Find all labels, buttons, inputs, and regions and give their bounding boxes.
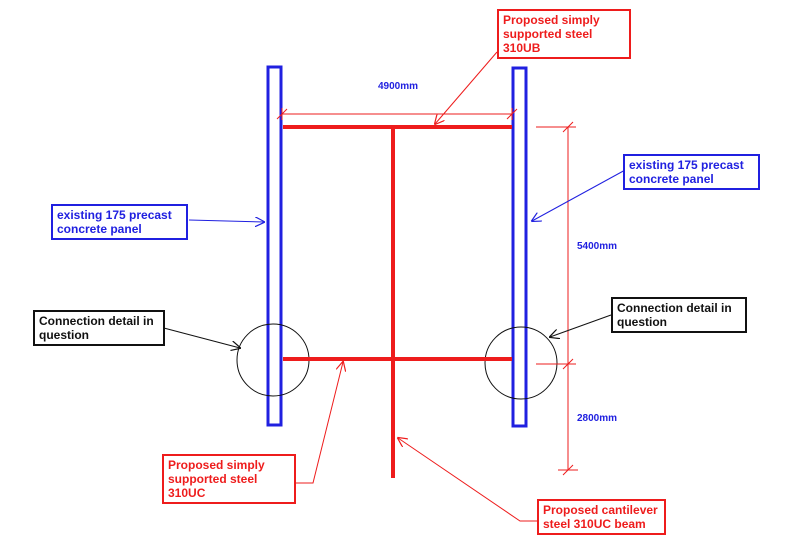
- label-line: 310UC: [168, 486, 206, 500]
- label-line: Proposed simply: [503, 13, 600, 27]
- label-line: Connection detail in: [617, 301, 732, 315]
- top-beam-label: Proposed simply supported steel 310UB: [497, 9, 631, 59]
- label-line: existing 175 precast: [629, 158, 744, 172]
- right-connection-circle: [484, 326, 558, 400]
- left-connection-label: Connection detail in question: [33, 310, 165, 346]
- label-line: Proposed simply: [168, 458, 265, 472]
- label-line: existing 175 precast: [57, 208, 172, 222]
- span-dimension: [276, 108, 518, 120]
- label-line: supported steel: [503, 27, 593, 41]
- label-line: concrete panel: [57, 222, 142, 236]
- cantilever-leader: [398, 438, 537, 522]
- right-precast-panel: [511, 66, 528, 428]
- right-panel-leader: [532, 168, 628, 221]
- left-panel-label: existing 175 precast concrete panel: [51, 204, 188, 240]
- left-panel-leader: [188, 220, 264, 222]
- label-line: question: [617, 315, 667, 329]
- cantilever-label: Proposed cantilever steel 310UC beam: [537, 499, 666, 535]
- label-line: Connection detail in: [39, 314, 154, 328]
- height-dimension: [536, 121, 578, 476]
- span-dimension-text: 4900mm: [378, 81, 419, 92]
- label-line: 310UB: [503, 41, 541, 55]
- label-line: steel 310UC beam: [543, 517, 646, 531]
- left-connection-leader: [159, 326, 240, 348]
- right-connection-label: Connection detail in question: [611, 297, 747, 333]
- left-precast-panel: [266, 65, 283, 427]
- right-panel-label: existing 175 precast concrete panel: [623, 154, 760, 190]
- label-line: Proposed cantilever: [543, 503, 658, 517]
- lower-height-dimension-text: 2800mm: [577, 413, 618, 424]
- label-line: question: [39, 328, 89, 342]
- mid-beam-leader: [295, 362, 343, 484]
- label-line: supported steel: [168, 472, 258, 486]
- mid-beam-label: Proposed simply supported steel 310UC: [162, 454, 296, 504]
- right-connection-leader: [550, 314, 612, 337]
- top-beam-leader: [435, 51, 498, 124]
- upper-height-dimension-text: 5400mm: [577, 241, 618, 252]
- label-line: concrete panel: [629, 172, 714, 186]
